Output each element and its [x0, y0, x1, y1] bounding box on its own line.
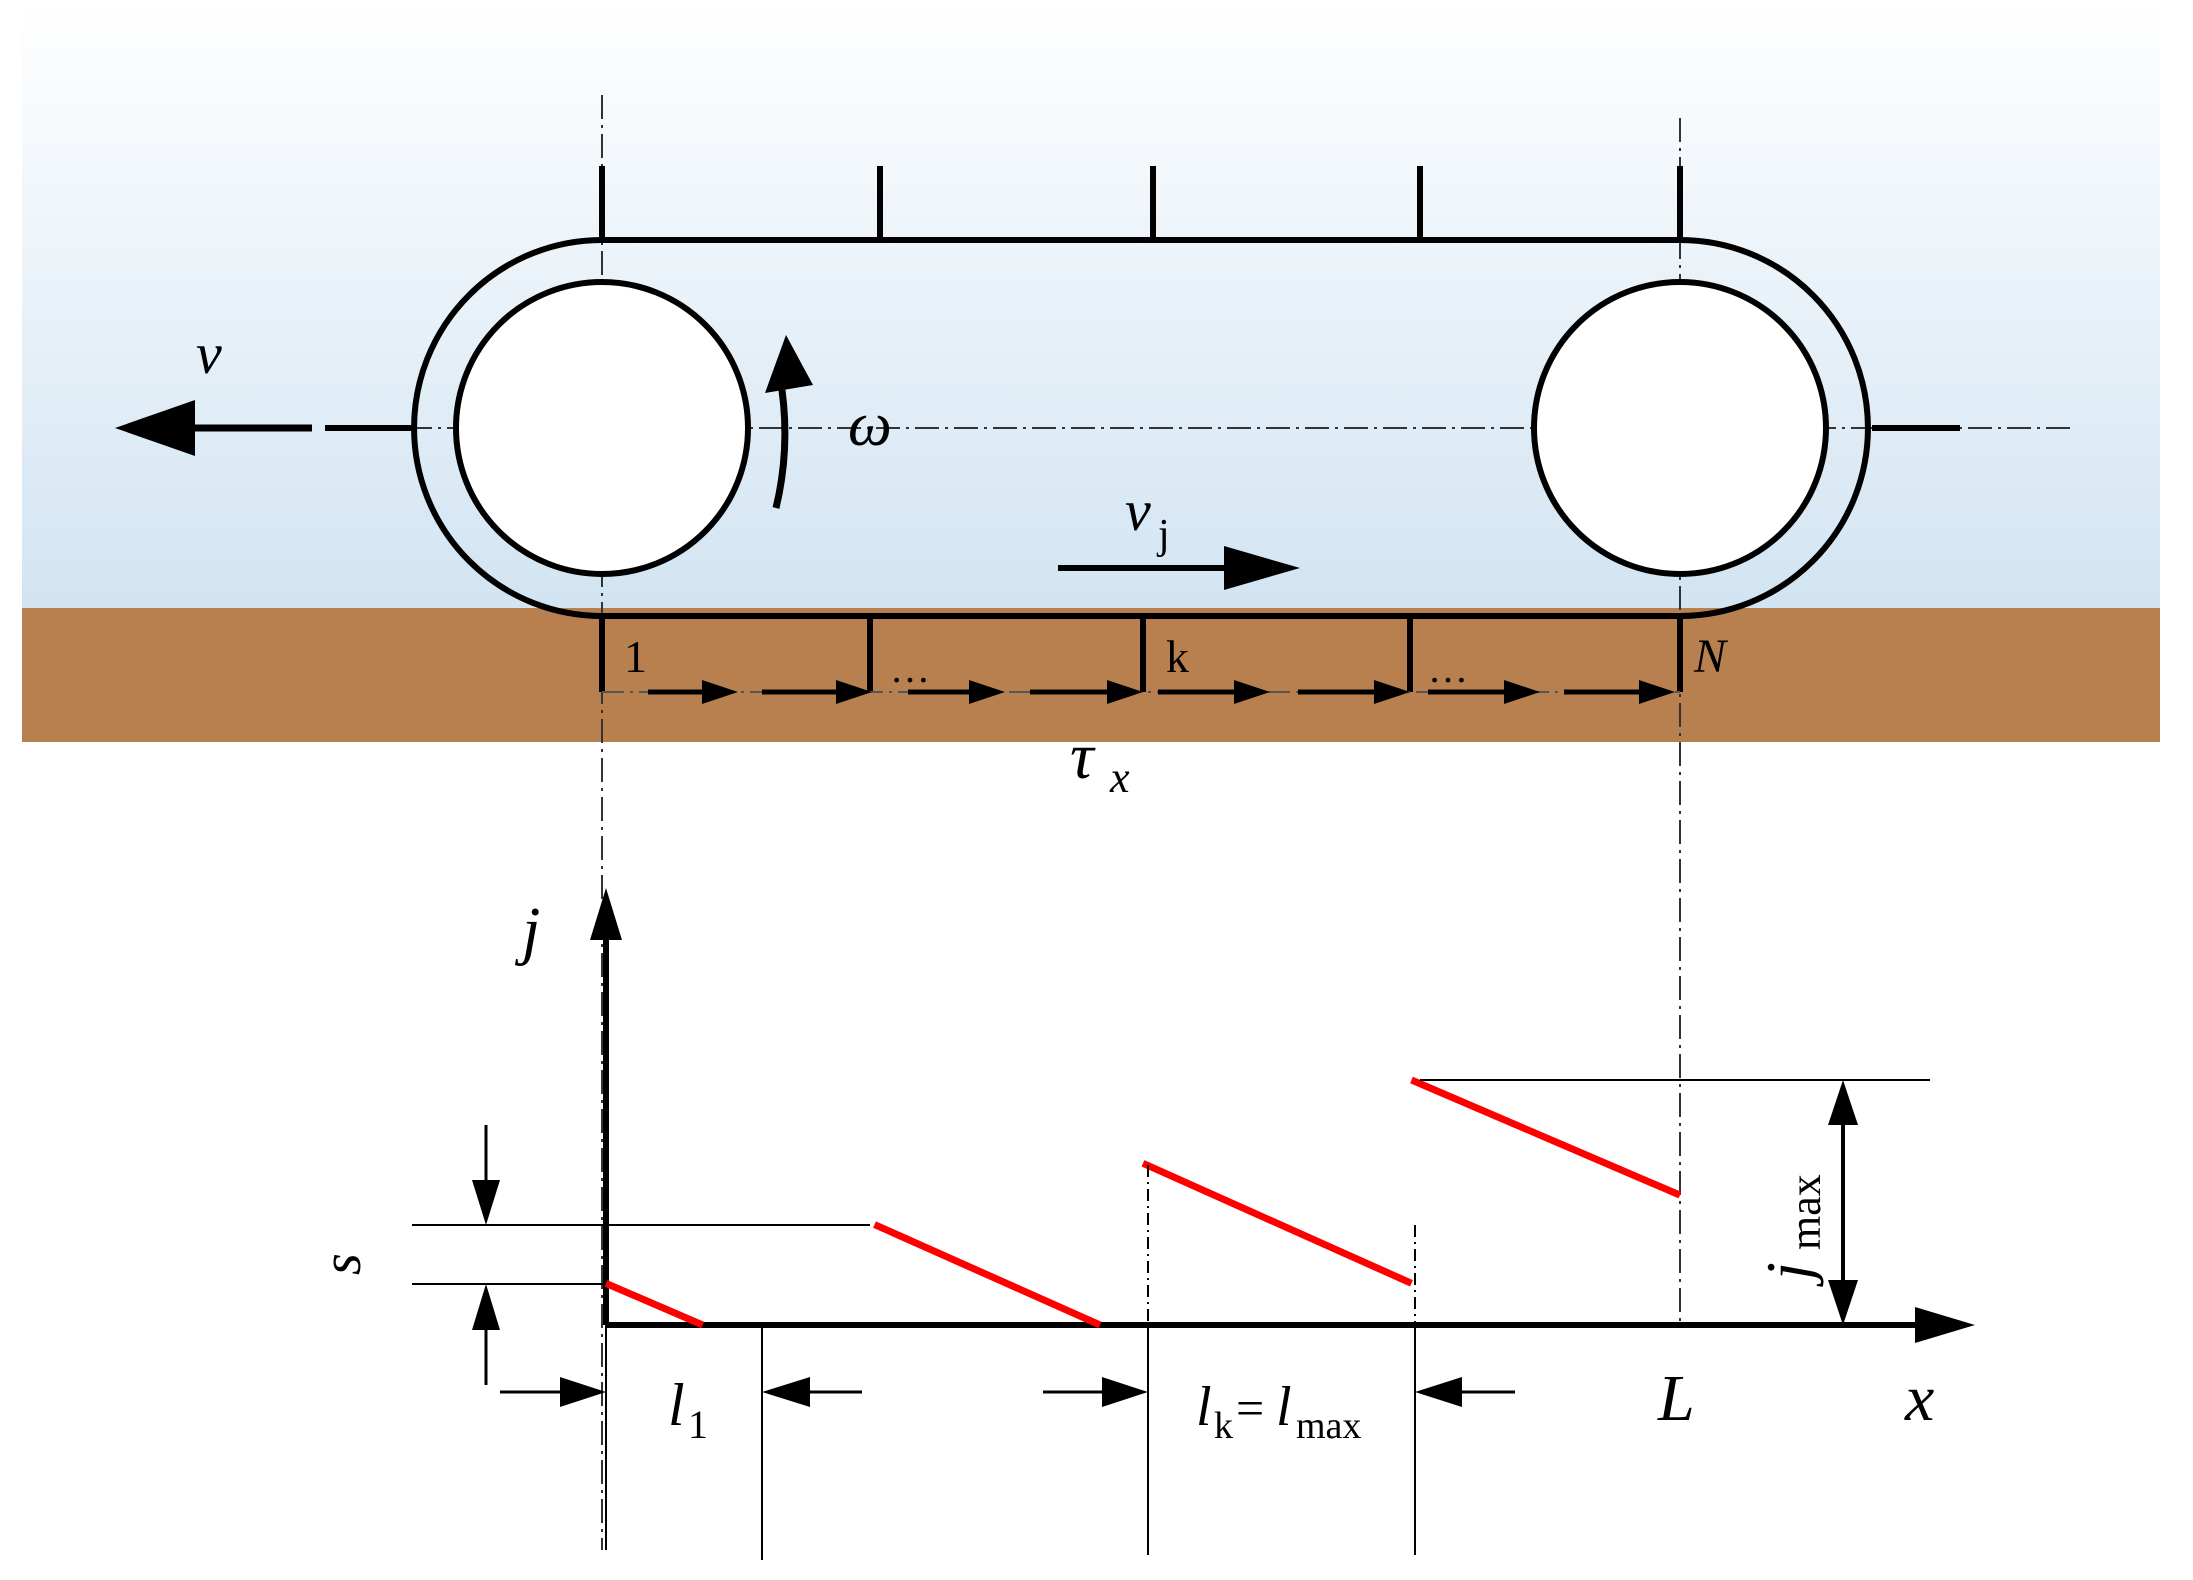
bottom-grousers — [599, 616, 1683, 692]
s-dimension — [472, 1125, 500, 1385]
rotation-arrow — [765, 335, 813, 509]
track-segment-k: k — [1166, 631, 1189, 682]
x-axis-label: x — [1904, 1362, 1934, 1435]
l1-label: l — [668, 1372, 685, 1438]
track-segment-first: 1 — [624, 631, 647, 682]
shear-stress-subscript: x — [1109, 753, 1130, 802]
angular-velocity-label: ω — [848, 391, 892, 459]
s-dimension-label: s — [311, 1253, 373, 1275]
vehicle-velocity-arrow — [115, 400, 312, 456]
track-segment-ellipsis-1: … — [890, 646, 930, 691]
track-segment-ellipsis-2: … — [1428, 646, 1468, 691]
shear-displacement-series — [604, 1076, 1682, 1329]
shear-segment-2 — [873, 1221, 1102, 1329]
shear-segment-3 — [1141, 1160, 1413, 1287]
segment-dash-guides — [1147, 1165, 1416, 1325]
lk-equals: = — [1236, 1380, 1264, 1436]
l1-dimension — [500, 1377, 862, 1407]
sky-background — [22, 0, 2160, 608]
slip-velocity-subscript: j — [1156, 512, 1170, 558]
lk-dimension — [1043, 1377, 1515, 1407]
svg-text:j: j — [1753, 1262, 1824, 1287]
lmax-subscript: max — [1296, 1405, 1361, 1447]
lk-subscript: k — [1214, 1405, 1233, 1447]
shear-stress-label: τ — [1070, 720, 1096, 793]
shear-stress-arrows — [648, 680, 1675, 704]
j-axis-label: j — [514, 894, 540, 967]
shear-segment-4 — [1410, 1076, 1682, 1199]
lk-label: l — [1196, 1376, 1212, 1438]
lmax-label: l — [1276, 1376, 1292, 1438]
shear-segment-1 — [604, 1280, 705, 1329]
slip-velocity-arrow — [1058, 546, 1300, 590]
guide-lines — [412, 1079, 1930, 1560]
idler-wheel — [1531, 279, 1829, 577]
jmax-dimension — [1828, 1080, 1858, 1325]
slip-velocity-label: v — [1125, 478, 1151, 543]
top-grousers — [599, 166, 1683, 240]
track-length-label: L — [1657, 1362, 1695, 1435]
velocity-label: v — [196, 321, 222, 386]
svg-text:max: max — [1781, 1174, 1830, 1250]
track-segment-last: N — [1693, 630, 1729, 683]
l1-subscript: 1 — [688, 1402, 708, 1447]
jmax-label: j max — [1753, 1174, 1830, 1287]
x-axis — [606, 1307, 1975, 1343]
drive-wheel — [453, 279, 751, 577]
ground — [22, 608, 2160, 742]
j-axis — [590, 888, 622, 1325]
